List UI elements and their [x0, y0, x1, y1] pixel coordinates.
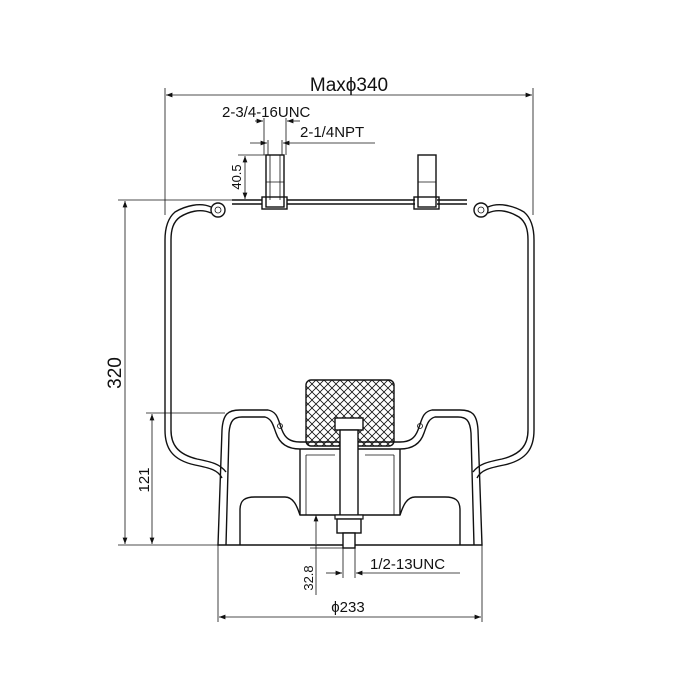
bolt-length-dimension: 32.8 [301, 515, 343, 595]
center-bolt [334, 417, 364, 549]
piston-height-dimension: 121 [136, 412, 225, 544]
stud-height-dimension: 40.5 [229, 154, 266, 199]
overall-height-label: 320 [105, 357, 126, 389]
stud-height-label: 40.5 [229, 164, 244, 189]
rubber-bellow [164, 204, 535, 479]
air-fitting-dimension: 2-1/4NPT [250, 124, 375, 155]
bolt-thread-label: 1/2-13UNC [370, 556, 445, 573]
max-diameter-label: Maxϕ340 [310, 75, 388, 96]
air-fitting-label: 2-1/4NPT [300, 124, 364, 141]
overall-height-dimension: 320 [105, 199, 232, 546]
top-bead-plate [210, 154, 489, 218]
piston-diameter-label: ϕ233 [331, 599, 364, 616]
bolt-thread-dimension: 1/2-13UNC [326, 548, 460, 578]
stud-thread-label: 2-3/4-16UNC [222, 104, 311, 121]
right-stud [413, 154, 440, 210]
piston-diameter-dimension: ϕ233 [217, 545, 483, 622]
max-diameter-dimension: Maxϕ340 [164, 75, 534, 215]
left-stud [261, 154, 288, 210]
bolt-length-label: 32.8 [301, 565, 316, 590]
stud-thread-dimension: 2-3/4-16UNC [222, 104, 311, 155]
piston-height-label: 121 [136, 467, 153, 492]
